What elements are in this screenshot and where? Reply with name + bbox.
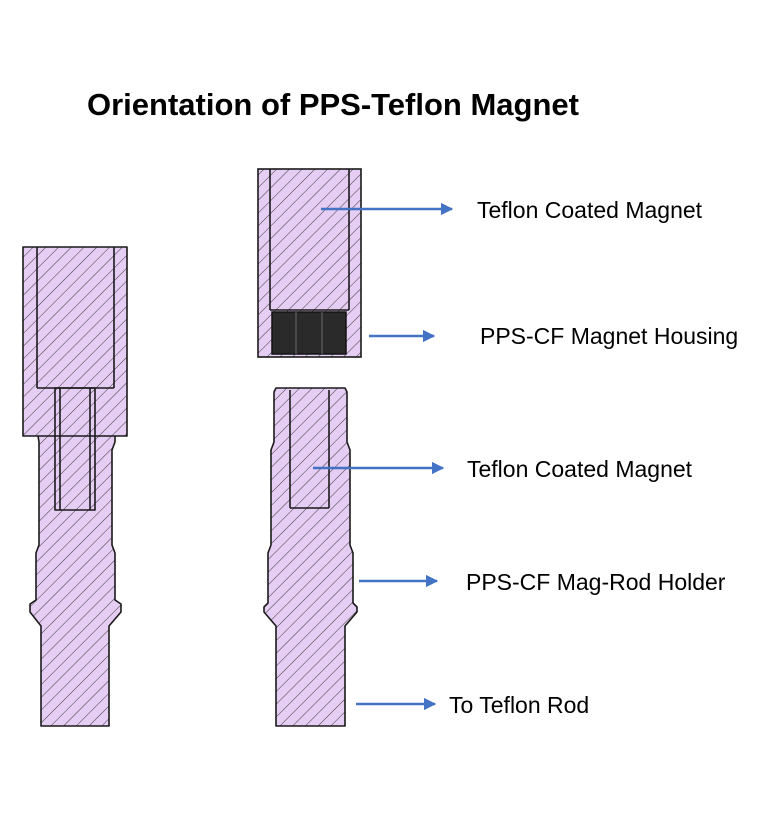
holder-body xyxy=(263,387,358,727)
exploded-holder xyxy=(263,387,358,727)
label-rod: To Teflon Rod xyxy=(449,692,589,718)
callout-arrows xyxy=(313,202,454,711)
label-magnet-lower: Teflon Coated Magnet xyxy=(467,456,693,482)
housing-dark-insert xyxy=(271,311,347,355)
diagram-title: Orientation of PPS-Teflon Magnet xyxy=(87,87,579,122)
label-holder: PPS-CF Mag-Rod Holder xyxy=(466,569,726,595)
assembled-magnet-pocket xyxy=(54,387,96,511)
label-magnet-top: Teflon Coated Magnet xyxy=(477,197,703,223)
label-housing: PPS-CF Magnet Housing xyxy=(480,323,738,349)
assembled-holder-shape xyxy=(29,387,122,727)
assembled-housing-shape xyxy=(22,246,128,437)
assembled-view xyxy=(22,246,128,727)
